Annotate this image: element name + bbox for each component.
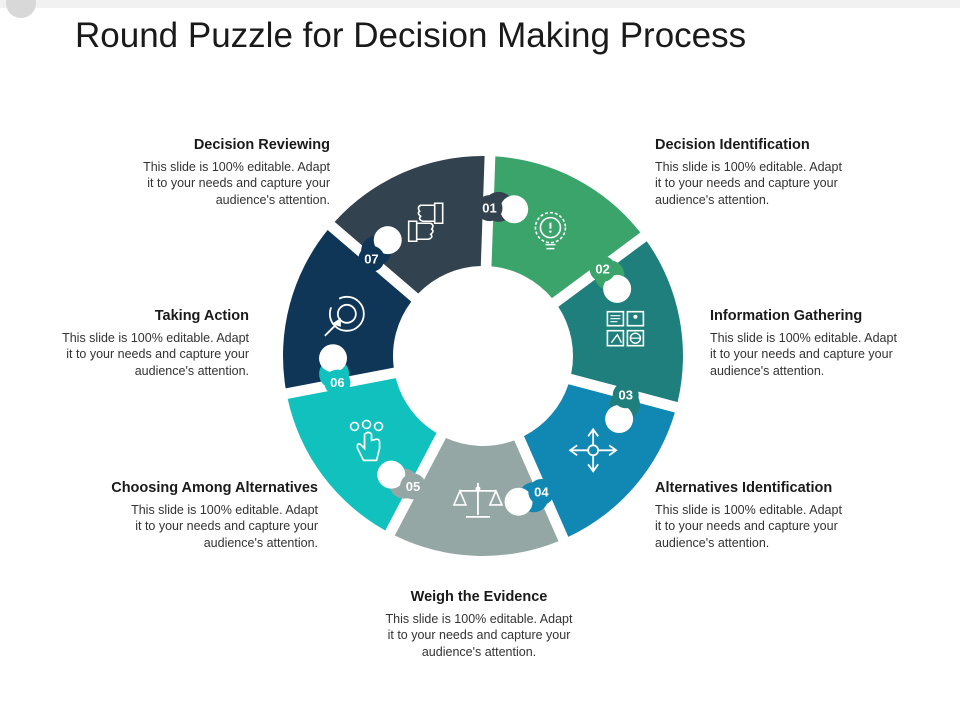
puzzle-segment-06 xyxy=(283,230,412,389)
step-badge xyxy=(612,382,639,409)
puzzle-notch xyxy=(373,226,402,255)
puzzle-segment-04 xyxy=(394,438,559,556)
top-strip xyxy=(0,0,960,8)
step-heading: Taking Action xyxy=(154,308,249,324)
label-taking-action: Taking Action This slide is 100% editabl… xyxy=(9,308,249,379)
puzzle-segment-03 xyxy=(524,384,675,537)
hand-pointer-icon xyxy=(349,419,384,462)
step-badge xyxy=(324,369,351,396)
puzzle-segment-02 xyxy=(558,241,683,403)
thumbs-up-down-icon xyxy=(407,202,444,243)
step-number: 05 xyxy=(406,479,420,494)
corner-circle xyxy=(6,0,36,18)
puzzle-notch xyxy=(504,487,533,516)
label-decision-identification: Decision Identification This slide is 10… xyxy=(655,137,895,208)
page-title: Round Puzzle for Decision Making Process xyxy=(75,16,747,55)
step-number: 02 xyxy=(595,261,609,276)
step-heading: Decision Reviewing xyxy=(193,137,330,153)
info-board-icon xyxy=(606,310,645,347)
step-badge xyxy=(400,473,427,500)
arrows-cross-icon xyxy=(568,427,618,473)
cursor-target-icon xyxy=(324,295,365,337)
puzzle-segment-01 xyxy=(491,156,641,299)
step-number: 01 xyxy=(482,201,496,216)
label-alternatives-identification: Alternatives Identification This slide i… xyxy=(655,480,895,551)
step-heading: Information Gathering xyxy=(710,308,863,324)
label-choosing-among-alternatives: Choosing Among Alternatives This slide i… xyxy=(78,480,318,551)
puzzle-segment-07 xyxy=(334,156,485,294)
puzzle-notch xyxy=(605,405,634,434)
step-heading: Alternatives Identification xyxy=(655,480,833,496)
label-decision-reviewing: Decision Reviewing This slide is 100% ed… xyxy=(90,137,330,208)
balance-scale-icon xyxy=(452,482,504,518)
lightbulb-gear-icon xyxy=(534,211,567,250)
label-weigh-the-evidence: Weigh the Evidence This slide is 100% ed… xyxy=(364,589,594,660)
step-heading: Decision Identification xyxy=(655,137,810,153)
puzzle-notch xyxy=(603,274,632,303)
step-badge xyxy=(589,255,616,282)
step-badge xyxy=(358,245,385,272)
puzzle-notch xyxy=(319,344,348,373)
puzzle-notch xyxy=(500,195,529,224)
step-number: 04 xyxy=(534,485,549,500)
step-heading: Choosing Among Alternatives xyxy=(111,480,318,496)
step-badge xyxy=(528,479,555,506)
step-number: 07 xyxy=(364,251,378,266)
puzzle-notch xyxy=(377,460,406,489)
step-number: 03 xyxy=(618,388,632,403)
step-number: 06 xyxy=(330,375,344,390)
step-badge xyxy=(476,195,503,222)
step-heading: Weigh the Evidence xyxy=(410,589,548,605)
label-information-gathering: Information Gathering This slide is 100%… xyxy=(710,308,950,379)
